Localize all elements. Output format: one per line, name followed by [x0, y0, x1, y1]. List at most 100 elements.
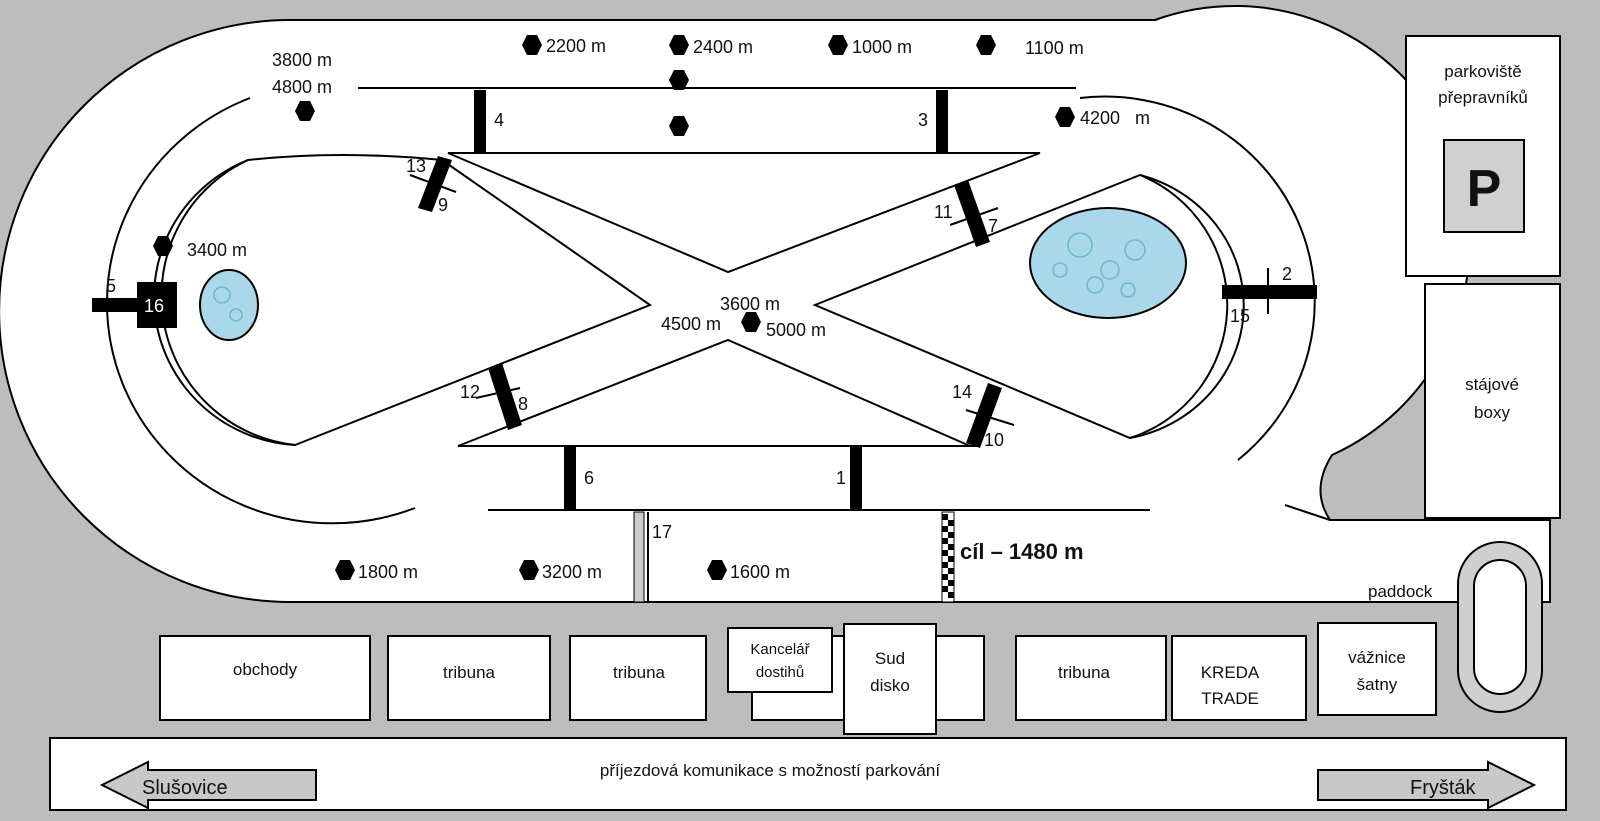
cross-top-triangle — [447, 152, 1041, 274]
water-bubbles — [213, 232, 1146, 322]
gate-5: 5 — [106, 276, 116, 296]
distance-5000: 5000 m — [766, 320, 826, 340]
obstacle-crossbars — [409, 174, 1269, 426]
start-marker-icon — [522, 35, 542, 55]
post-17 — [633, 511, 645, 603]
track-inner-line-right — [1079, 95, 1316, 461]
transport-parking-label-1: parkoviště — [1444, 62, 1521, 81]
gate-11: 11 — [934, 202, 953, 222]
paddock-ring — [1457, 541, 1543, 713]
start-marker-icon — [1055, 107, 1075, 127]
obstacle-6 — [564, 446, 576, 510]
gate-6: 6 — [584, 468, 594, 488]
cross-bottom-triangle — [457, 338, 971, 447]
track-inner-line-left — [106, 97, 416, 525]
start-marker-icon — [669, 70, 689, 90]
gate-15: 15 — [1230, 306, 1250, 326]
water-pond-right — [1029, 207, 1187, 319]
shops-box — [159, 635, 371, 721]
paddock-label: paddock — [1368, 582, 1433, 601]
start-marker-icon — [295, 101, 315, 121]
race-office-label-2: dostihů — [756, 664, 804, 681]
arrow-right-icon — [1317, 760, 1537, 810]
stand-box-1 — [387, 635, 551, 721]
gate-17: 17 — [652, 522, 672, 542]
stables-label-2: boxy — [1474, 403, 1510, 422]
parking-sign-letter: P — [1467, 160, 1502, 218]
distance-1800: 1800 m — [358, 562, 418, 582]
obstacle-2 — [1222, 285, 1317, 299]
arrow-left-icon — [99, 760, 317, 810]
distance-3200: 3200 m — [542, 562, 602, 582]
gate-numbers: 1 2 3 4 5 6 7 8 9 10 11 12 13 14 15 16 1… — [106, 110, 1292, 542]
start-marker-icon — [153, 236, 173, 256]
stand-label-4: tribuna — [1058, 663, 1111, 682]
shops-label: obchody — [233, 660, 298, 679]
start-marker-icon — [976, 35, 996, 55]
distance-4800: 4800 m — [272, 77, 332, 97]
obstacle-16 — [137, 282, 177, 328]
race-office-label-1: Kancelář — [750, 641, 810, 658]
disco-label-1: Sud — [875, 649, 905, 668]
obstacle-1 — [850, 446, 862, 510]
distance-2400: 2400 m — [693, 37, 753, 57]
weigh-room-box — [1317, 622, 1437, 716]
disco-box — [843, 623, 937, 735]
stand-label-2: tribuna — [613, 663, 666, 682]
stand-box-4 — [1015, 635, 1167, 721]
destination-right-label: Fryšták — [1410, 777, 1477, 799]
finish-post — [941, 511, 955, 603]
obstacle-3 — [936, 90, 948, 152]
race-office-box — [727, 627, 833, 693]
parking-sign-icon — [1443, 139, 1525, 233]
gate-8: 8 — [518, 394, 528, 414]
gate-7: 7 — [988, 216, 998, 236]
kreda-box — [1171, 635, 1307, 721]
obstacle-12-8 — [488, 363, 522, 430]
kreda-label-2: TRADE — [1201, 689, 1259, 708]
distance-1600: 1600 m — [730, 562, 790, 582]
gate-13: 13 — [406, 156, 426, 176]
distance-3400: 3400 m — [187, 240, 247, 260]
start-markers — [153, 35, 1075, 580]
distance-4200: 4200 m — [1080, 108, 1150, 128]
start-marker-icon — [707, 560, 727, 580]
gate-12: 12 — [460, 382, 480, 402]
distance-1100: 1100 m — [1025, 38, 1084, 58]
gate-3: 3 — [918, 110, 928, 130]
stables-label-1: stájové — [1465, 375, 1519, 394]
disco-label-2: disko — [870, 676, 910, 695]
distance-2200: 2200 m — [546, 36, 606, 56]
gate-14: 14 — [952, 382, 972, 402]
gate-16: 16 — [144, 296, 164, 316]
finish-label: cíl – 1480 m — [960, 539, 1084, 564]
gate-1: 1 — [836, 468, 846, 488]
destination-left-label: Slušovice — [142, 777, 228, 799]
start-marker-icon — [669, 116, 689, 136]
obstacle-5 — [92, 298, 138, 312]
water-pond-left — [199, 269, 259, 341]
transport-parking-label-2: přepravníků — [1438, 88, 1528, 107]
distance-3800: 3800 m — [272, 50, 332, 70]
obstacle-4 — [474, 90, 486, 152]
track-exit-curve — [1284, 504, 1331, 521]
right-lobe-inner — [1129, 174, 1245, 439]
start-marker-icon — [828, 35, 848, 55]
gate-4: 4 — [494, 110, 504, 130]
stand-box-2 — [569, 635, 707, 721]
distance-1000: 1000 m — [852, 37, 912, 57]
weigh-room-label-2: šatny — [1357, 675, 1398, 694]
stand-label-1: tribuna — [443, 663, 496, 682]
start-marker-icon — [519, 560, 539, 580]
weigh-room-label-1: vážnice — [1348, 648, 1406, 667]
kreda-label-1: KREDA — [1201, 663, 1260, 682]
start-marker-icon — [669, 35, 689, 55]
distance-4500: 4500 m — [661, 314, 721, 334]
distance-labels: 2200 m 2400 m 1000 m 1100 m 3800 m 4800 … — [187, 36, 1150, 582]
distance-3600: 3600 m — [720, 294, 780, 314]
gate-10: 10 — [984, 430, 1004, 450]
obstacles — [92, 90, 1317, 510]
start-marker-icon — [335, 560, 355, 580]
stables-box — [1424, 283, 1561, 519]
